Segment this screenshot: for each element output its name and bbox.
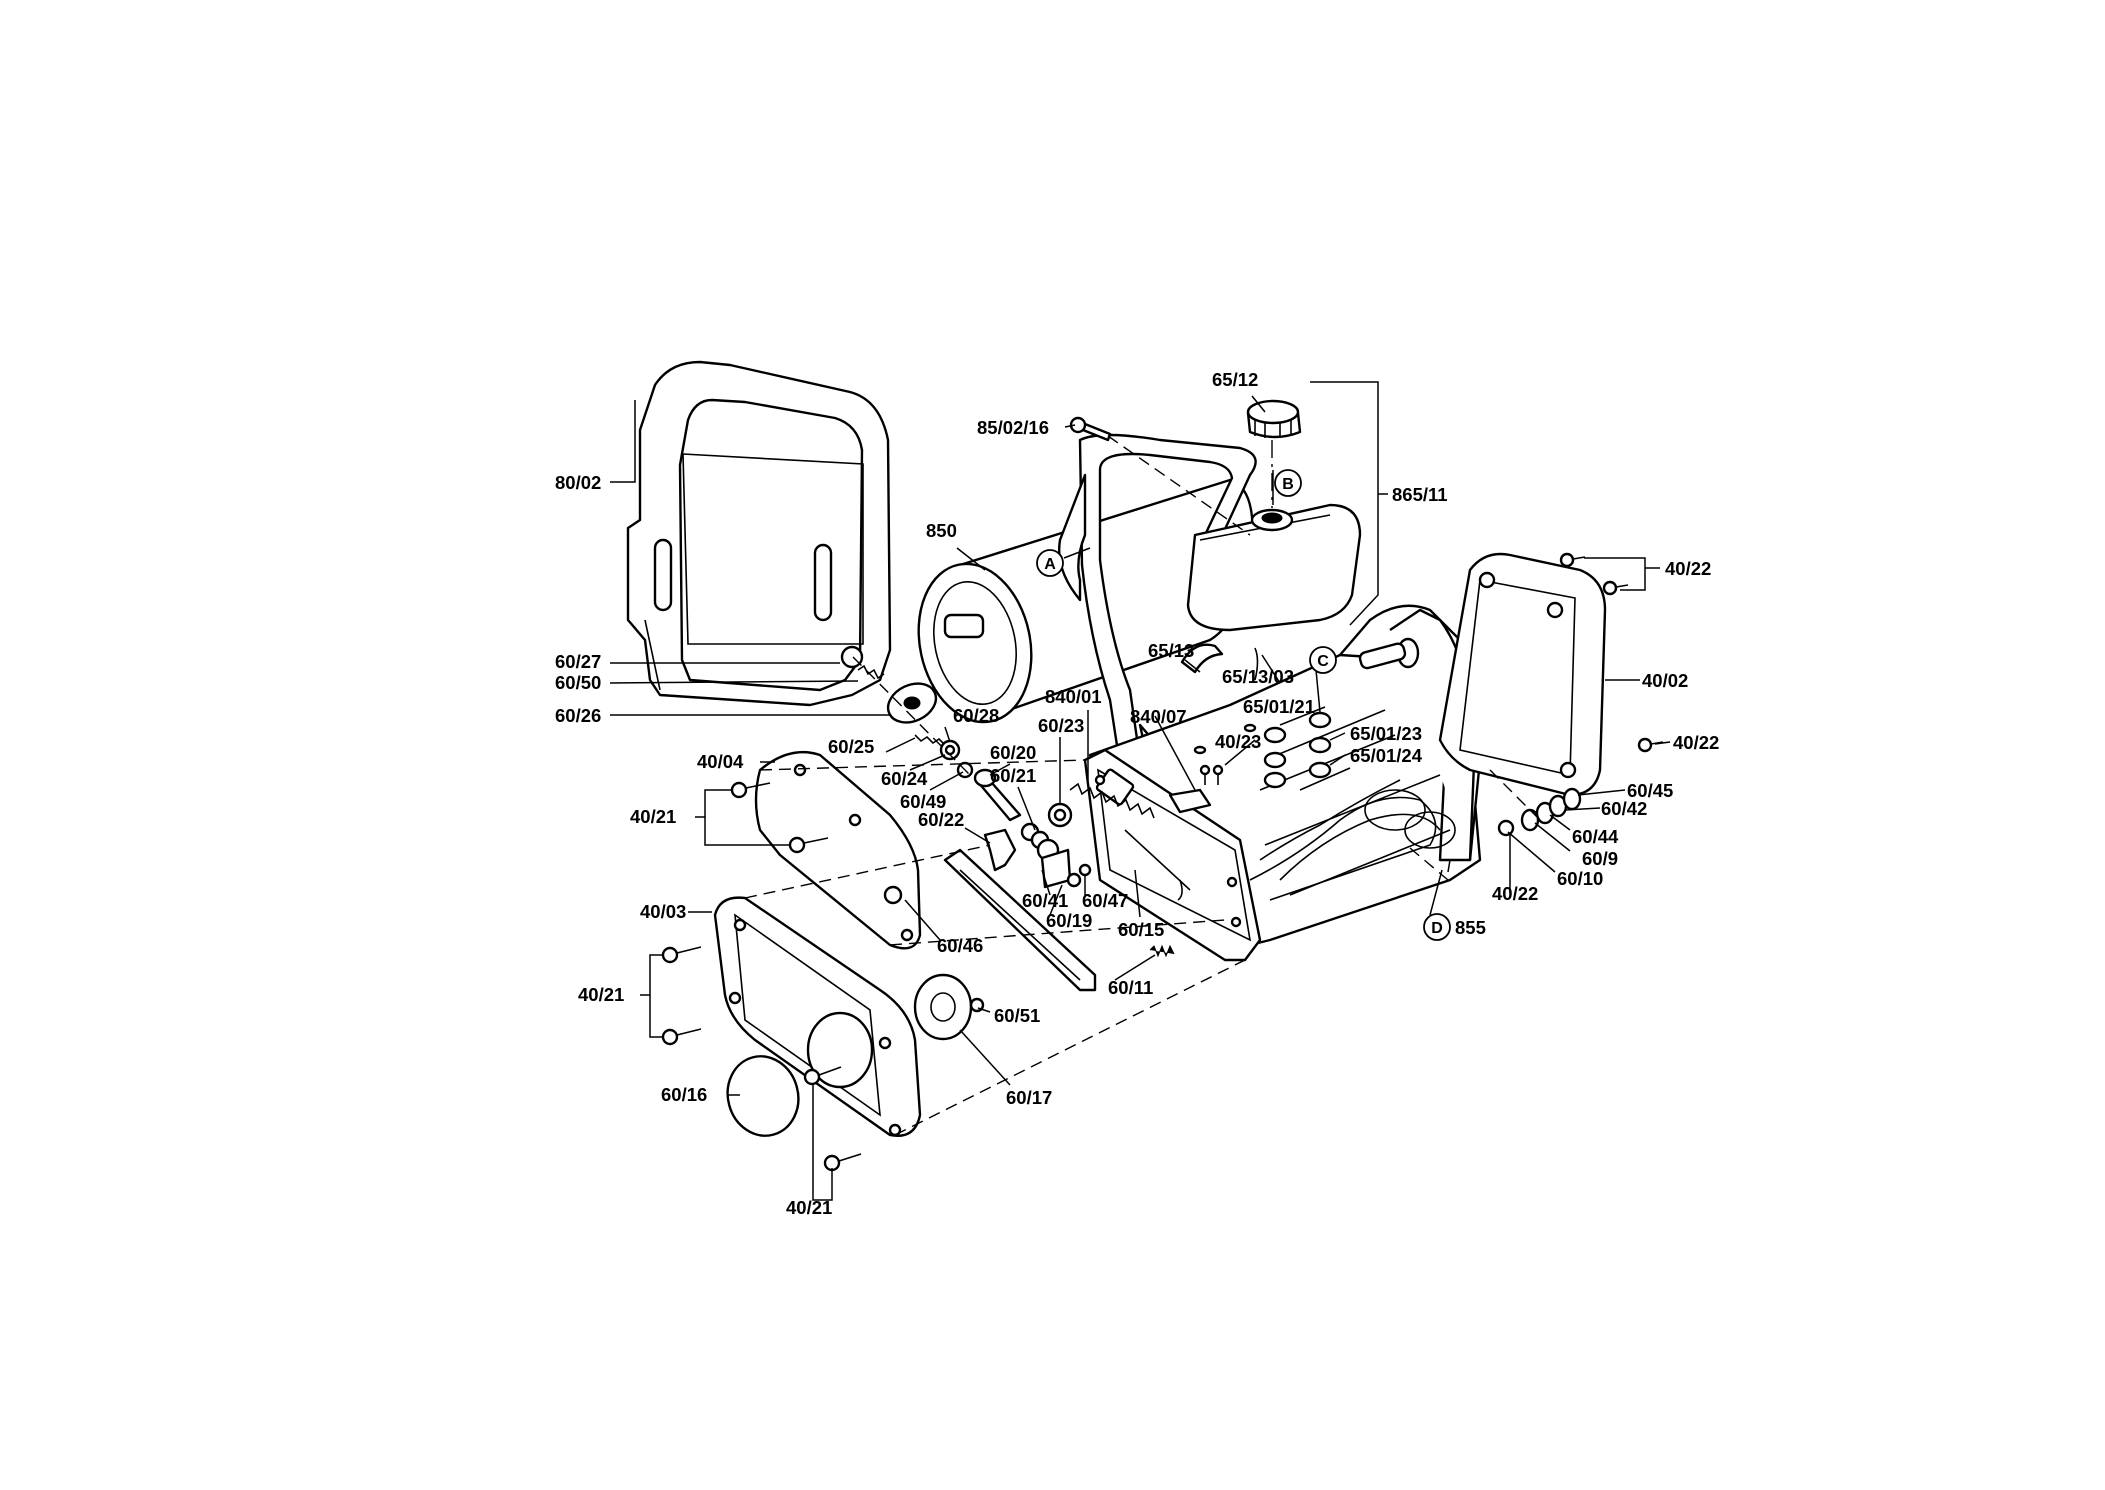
callout-840-07: 840/07 <box>1130 706 1187 727</box>
callout-60-11: 60/11 <box>1108 977 1153 998</box>
callout-60-51: 60/51 <box>994 1005 1040 1026</box>
callout-855: 855 <box>1455 917 1486 938</box>
callout-60-42: 60/42 <box>1601 798 1647 819</box>
leader-lines <box>609 381 1671 1201</box>
callout-80-02: 80/02 <box>555 472 601 493</box>
callout-60-26: 60/26 <box>555 705 601 726</box>
callout-65-13: 65/13 <box>1148 640 1194 661</box>
callout-60-41: 60/41 <box>1022 890 1068 911</box>
callout-60-17: 60/17 <box>1006 1087 1052 1108</box>
callout-60-9: 60/9 <box>1582 848 1618 869</box>
callout-40-22-mid: 40/22 <box>1673 732 1719 753</box>
side-cover-40-02 <box>1438 552 1607 797</box>
callout-40-21-bottom: 40/21 <box>786 1197 832 1218</box>
callout-60-44: 60/44 <box>1572 826 1619 847</box>
callout-40-21-left: 40/21 <box>630 806 676 827</box>
callout-60-21: 60/21 <box>990 765 1036 786</box>
callout-60-46: 60/46 <box>937 935 983 956</box>
callout-60-45: 60/45 <box>1627 780 1673 801</box>
callout-850: 850 <box>926 520 957 541</box>
svg-text:A: A <box>1044 556 1056 573</box>
callout-60-16: 60/16 <box>661 1084 707 1105</box>
callout-40-04: 40/04 <box>697 751 744 772</box>
side-cover-40-04 <box>754 751 922 950</box>
callout-60-49: 60/49 <box>900 791 946 812</box>
callout-60-20: 60/20 <box>990 742 1036 763</box>
callout-40-22-top: 40/22 <box>1665 558 1711 579</box>
callout-60-27: 60/27 <box>555 651 601 672</box>
callout-60-10: 60/10 <box>1557 868 1603 889</box>
reference-marker-b: B <box>1274 469 1302 497</box>
callout-60-50: 60/50 <box>555 672 601 693</box>
callout-60-25: 60/25 <box>828 736 874 757</box>
callout-40-03: 40/03 <box>640 901 686 922</box>
reference-markers: A B C D <box>1036 469 1451 941</box>
callout-40-23: 40/23 <box>1215 731 1261 752</box>
svg-text:C: C <box>1317 653 1329 670</box>
callout-60-24: 60/24 <box>881 768 928 789</box>
callout-60-19: 60/19 <box>1046 910 1092 931</box>
callout-865-11: 865/11 <box>1392 484 1448 505</box>
callout-labels: 80/02 850 85/02/16 65/12 865/11 40/22 40… <box>555 369 1719 1218</box>
callout-40-21-mid: 40/21 <box>578 984 624 1005</box>
grass-box-80-02 <box>626 360 892 707</box>
callout-60-15: 60/15 <box>1118 919 1164 940</box>
callout-65-12: 65/12 <box>1212 369 1258 390</box>
callout-60-28: 60/28 <box>953 705 999 726</box>
fuel-tank-assembly <box>1180 399 1362 674</box>
svg-text:B: B <box>1282 476 1294 493</box>
svg-text:D: D <box>1431 920 1443 937</box>
callout-40-22-low: 40/22 <box>1492 883 1538 904</box>
callout-65-13-03: 65/13/03 <box>1222 666 1294 687</box>
reference-marker-d: D <box>1423 913 1451 941</box>
reference-marker-c: C <box>1309 646 1337 674</box>
callout-840-01: 840/01 <box>1045 686 1102 707</box>
callout-60-23: 60/23 <box>1038 715 1084 736</box>
reference-marker-a: A <box>1036 549 1064 577</box>
callout-65-01-23: 65/01/23 <box>1350 723 1422 744</box>
callout-85-02-16: 85/02/16 <box>977 417 1049 438</box>
callout-65-01-24: 65/01/24 <box>1350 745 1423 766</box>
callout-60-22: 60/22 <box>918 809 964 830</box>
callout-40-02: 40/02 <box>1642 670 1688 691</box>
outer-cover-40-03 <box>713 896 922 1137</box>
callout-60-47: 60/47 <box>1082 890 1128 911</box>
callout-65-01-21: 65/01/21 <box>1243 696 1315 717</box>
